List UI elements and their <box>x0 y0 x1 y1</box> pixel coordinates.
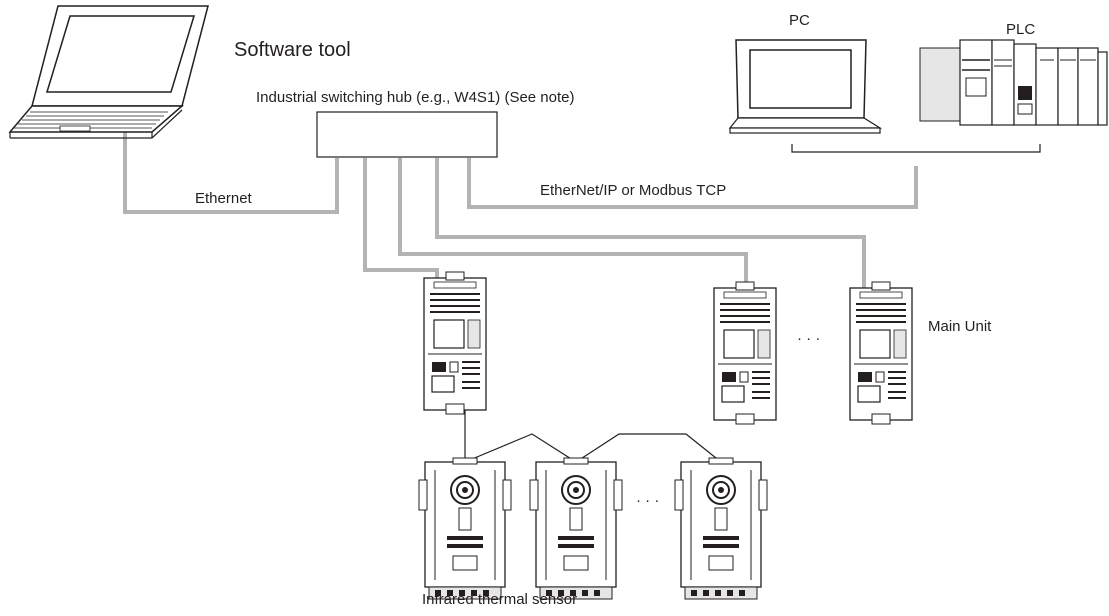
pc-icon <box>728 39 883 134</box>
software-tool-label: Software tool <box>234 39 351 61</box>
plc-label: PLC <box>1006 21 1036 38</box>
sensor-1-to-sensor-2-line <box>464 433 577 463</box>
ethernet-label: Ethernet <box>195 190 252 207</box>
sensor-3 <box>674 457 768 600</box>
switching-hub-box <box>316 111 498 158</box>
laptop-icon <box>8 5 209 139</box>
sensor-connection-lines <box>464 410 722 463</box>
sensor-ellipsis: · · · <box>636 492 660 509</box>
sensor-2-to-sensor-3-line <box>575 433 722 463</box>
hub-label: Industrial switching hub (e.g., W4S1) (S… <box>256 89 575 106</box>
ethernet-cable <box>123 128 339 214</box>
main-unit-2 <box>713 281 777 425</box>
sensor-1 <box>418 457 512 600</box>
main-unit-label: Main Unit <box>928 318 992 335</box>
ethernet-ip-label: EtherNet/IP or Modbus TCP <box>540 182 727 199</box>
plc-icon <box>919 39 1108 126</box>
main-unit-3 <box>849 281 913 425</box>
pc-plc-bracket <box>791 144 1041 153</box>
main-unit-ellipsis: · · · <box>797 330 821 347</box>
sensor-2 <box>529 457 623 600</box>
hub-to-pc-plc-cable <box>467 158 918 209</box>
main-unit-1 <box>423 271 487 415</box>
sensor-label: Infrared thermal sensor <box>422 591 578 608</box>
pc-label: PC <box>789 12 810 29</box>
